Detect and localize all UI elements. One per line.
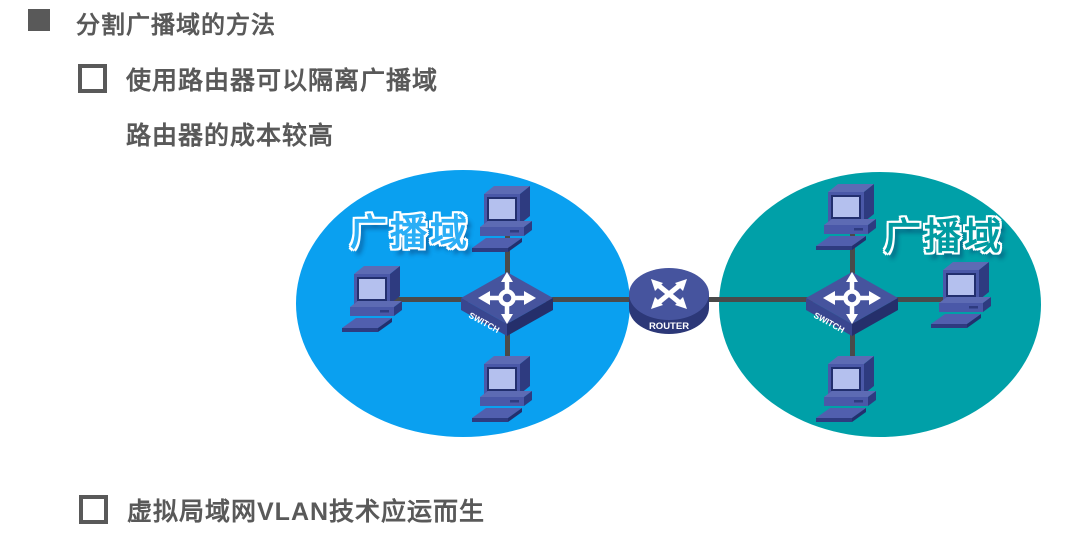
computer-icon — [930, 261, 992, 329]
bullet-text-3: 虚拟局域网VLAN技术应运而生 — [127, 498, 486, 526]
computer-icon — [815, 183, 877, 251]
left-domain-label: 广播域 — [350, 212, 470, 253]
switch-icon: SWITCH — [461, 272, 553, 336]
right-domain-label: 广播域 — [884, 216, 1004, 257]
router-label: ROUTER — [649, 321, 689, 332]
computer-icon — [471, 355, 533, 423]
computer-icon — [341, 265, 403, 333]
switch-icon: SWITCH — [806, 272, 898, 336]
bullet-hollow-square-2 — [79, 495, 108, 524]
title-bullet-square — [28, 9, 50, 31]
bullet-text-2: 路由器的成本较高 — [126, 122, 335, 150]
page-title: 分割广播域的方法 — [76, 12, 276, 39]
bullet-hollow-square-1 — [78, 64, 107, 93]
bullet-text-1: 使用路由器可以隔离广播域 — [126, 67, 439, 95]
computer-icon — [815, 355, 877, 423]
computer-icon — [471, 185, 533, 253]
router-icon: ROUTER — [629, 268, 709, 334]
